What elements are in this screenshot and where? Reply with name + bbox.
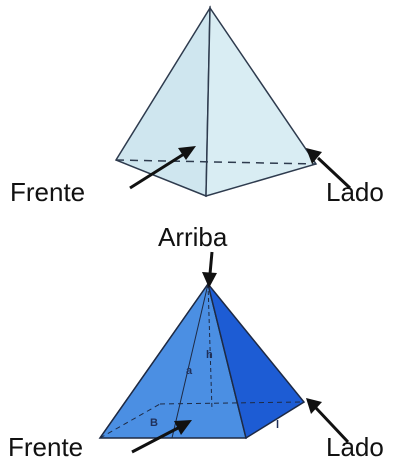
base-label: B bbox=[150, 417, 158, 429]
triangular-pyramid-body bbox=[114, 5, 318, 198]
side-arrow-bottom bbox=[306, 398, 350, 444]
front-arrow-top bbox=[129, 146, 196, 190]
top-side-label: Lado bbox=[326, 177, 384, 207]
hidden-base-left bbox=[99, 403, 161, 439]
hidden-base-edge bbox=[115, 159, 317, 165]
pyramid-right-face bbox=[205, 5, 318, 198]
height-label: h bbox=[206, 349, 213, 361]
hidden-base-back bbox=[159, 401, 305, 405]
apothem-label: a bbox=[186, 365, 193, 377]
apothem-line bbox=[171, 283, 209, 439]
height-line bbox=[207, 283, 213, 411]
pyramid-right-face bbox=[207, 283, 306, 440]
side-arrow-top bbox=[306, 148, 352, 190]
bottom-side-label: Lado bbox=[326, 432, 384, 462]
bottom-top-label: Arriba bbox=[158, 222, 228, 252]
bottom-front-label: Frente bbox=[8, 432, 84, 462]
square-pyramid-body bbox=[98, 282, 306, 440]
top-arrow bbox=[202, 251, 217, 288]
front-arrow-bottom bbox=[131, 420, 192, 454]
top-front-label: Frente bbox=[10, 177, 86, 207]
side-length-label: l bbox=[276, 419, 280, 431]
